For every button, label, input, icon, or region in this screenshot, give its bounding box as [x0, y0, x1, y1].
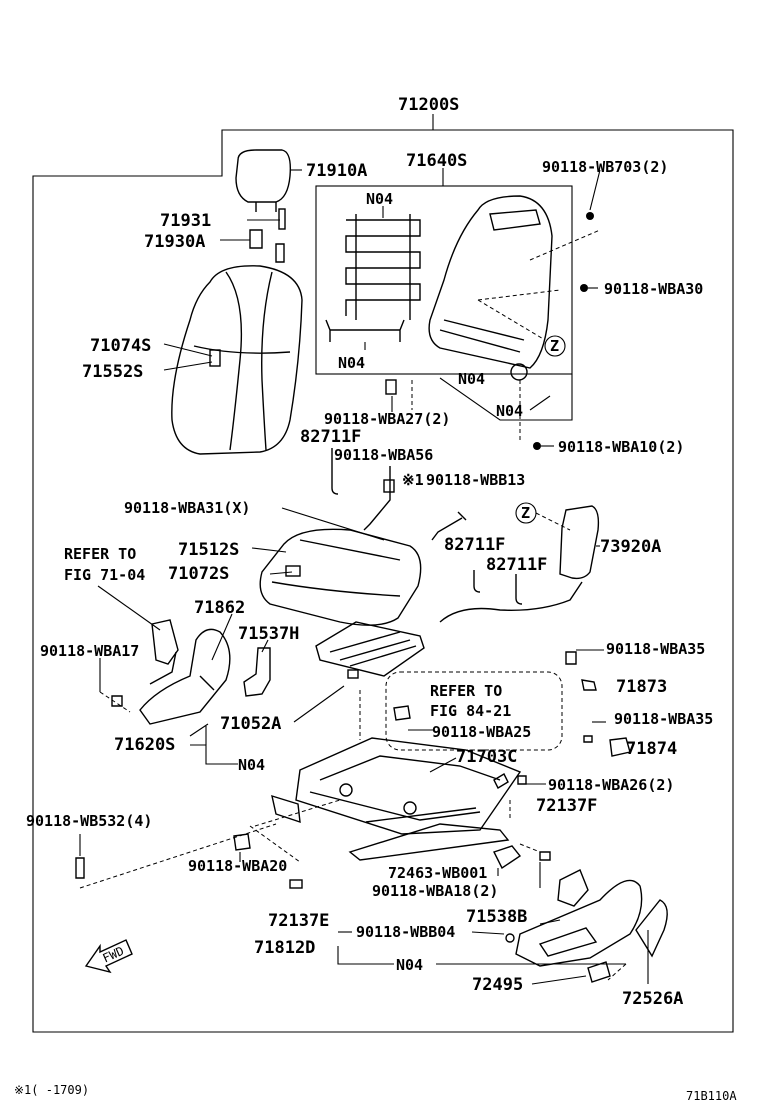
- ref-z-circle: [544, 335, 566, 357]
- callout: 90118-WB532(4): [26, 812, 152, 830]
- callout: 90118-WBA20: [188, 857, 287, 875]
- callout: N04: [338, 354, 365, 372]
- callout: N04: [396, 956, 423, 974]
- seat-side-cover: [515, 869, 668, 983]
- callout: 71552S: [82, 362, 143, 382]
- refer-box: [385, 671, 563, 751]
- callout-labels: 71200S 71910A 71931 71930A 71640S 90118-…: [14, 95, 737, 1103]
- callout: N04: [366, 190, 393, 208]
- callout: 90118-WBA18(2): [372, 882, 498, 900]
- callout: 90118-WBA26(2): [548, 776, 674, 794]
- callout: 72495: [472, 975, 523, 995]
- seat-cushion-cover: [259, 528, 422, 626]
- callout: Z: [550, 337, 559, 355]
- callout: 71931: [160, 211, 211, 231]
- callout: 71538B: [466, 907, 527, 927]
- callout: FIG 71-04: [64, 566, 145, 584]
- callout: 71910A: [306, 161, 367, 181]
- callout: 90118-WBA25: [432, 723, 531, 741]
- callout: 90118-WB703(2): [542, 158, 668, 176]
- fwd-arrow-icon: [84, 939, 133, 974]
- callout: FIG 84-21: [430, 702, 511, 720]
- seatback-spring: [325, 214, 421, 342]
- callout: 71072S: [168, 564, 229, 584]
- callout: 90118-WBA17: [40, 642, 139, 660]
- cushion-spring: [315, 621, 425, 679]
- seatback-cover: [171, 265, 303, 455]
- headrest: [235, 149, 292, 263]
- callout: 82711F: [486, 555, 547, 575]
- callout: 71812D: [254, 938, 315, 958]
- footer-note: ※1( -1709): [14, 1083, 89, 1097]
- callout: 90118-WBA30: [604, 280, 703, 298]
- callout: 90118-WBA35: [606, 640, 705, 658]
- callout: REFER TO: [430, 682, 502, 700]
- callout: 90118-WBA56: [334, 446, 433, 464]
- callout: 90118-WBA27(2): [324, 410, 450, 428]
- callout: 73920A: [600, 537, 661, 557]
- callout: 71537H: [238, 624, 299, 644]
- callout-main-assembly: 71200S: [398, 95, 459, 115]
- callout: 71703C: [456, 747, 517, 767]
- callout: 90118-WBB04: [356, 923, 455, 941]
- assembly-boundary: [32, 129, 734, 1033]
- callout: 82711F: [300, 427, 361, 447]
- callout: 82711F: [444, 535, 505, 555]
- callout: 90118-WBA10(2): [558, 438, 684, 456]
- callout: 71512S: [178, 540, 239, 560]
- callout: 90118-WBA31(X): [124, 499, 250, 517]
- callout: 72137F: [536, 796, 597, 816]
- callout: N04: [238, 756, 265, 774]
- seatback-frame: [428, 195, 553, 381]
- callout: 72463-WB001: [388, 864, 487, 882]
- callout: 71930A: [144, 232, 205, 252]
- callout: 71074S: [90, 336, 151, 356]
- callout: 90118-WBB13: [426, 471, 525, 489]
- callout: 72137E: [268, 911, 329, 931]
- callout: 71862: [194, 598, 245, 618]
- callout: Z: [521, 504, 530, 522]
- figure-code: 71B110A: [686, 1089, 737, 1103]
- callout: 71620S: [114, 735, 175, 755]
- callout: N04: [496, 402, 523, 420]
- callout: 71640S: [406, 151, 467, 171]
- callout: ※1: [402, 471, 424, 489]
- callout: 71873: [616, 677, 667, 697]
- callout: 90118-WBA35: [614, 710, 713, 728]
- seatback-frame-box: [315, 185, 573, 375]
- seat-adjuster-frame: [271, 737, 522, 861]
- side-shield: [139, 628, 231, 725]
- callout: 71052A: [220, 714, 281, 734]
- callout: REFER TO: [64, 545, 136, 563]
- callout: 71874: [626, 739, 677, 759]
- side-airbag: [559, 505, 600, 580]
- callout: 72526A: [622, 989, 683, 1009]
- callout: N04: [458, 370, 485, 388]
- fwd-label: FWD: [101, 944, 127, 966]
